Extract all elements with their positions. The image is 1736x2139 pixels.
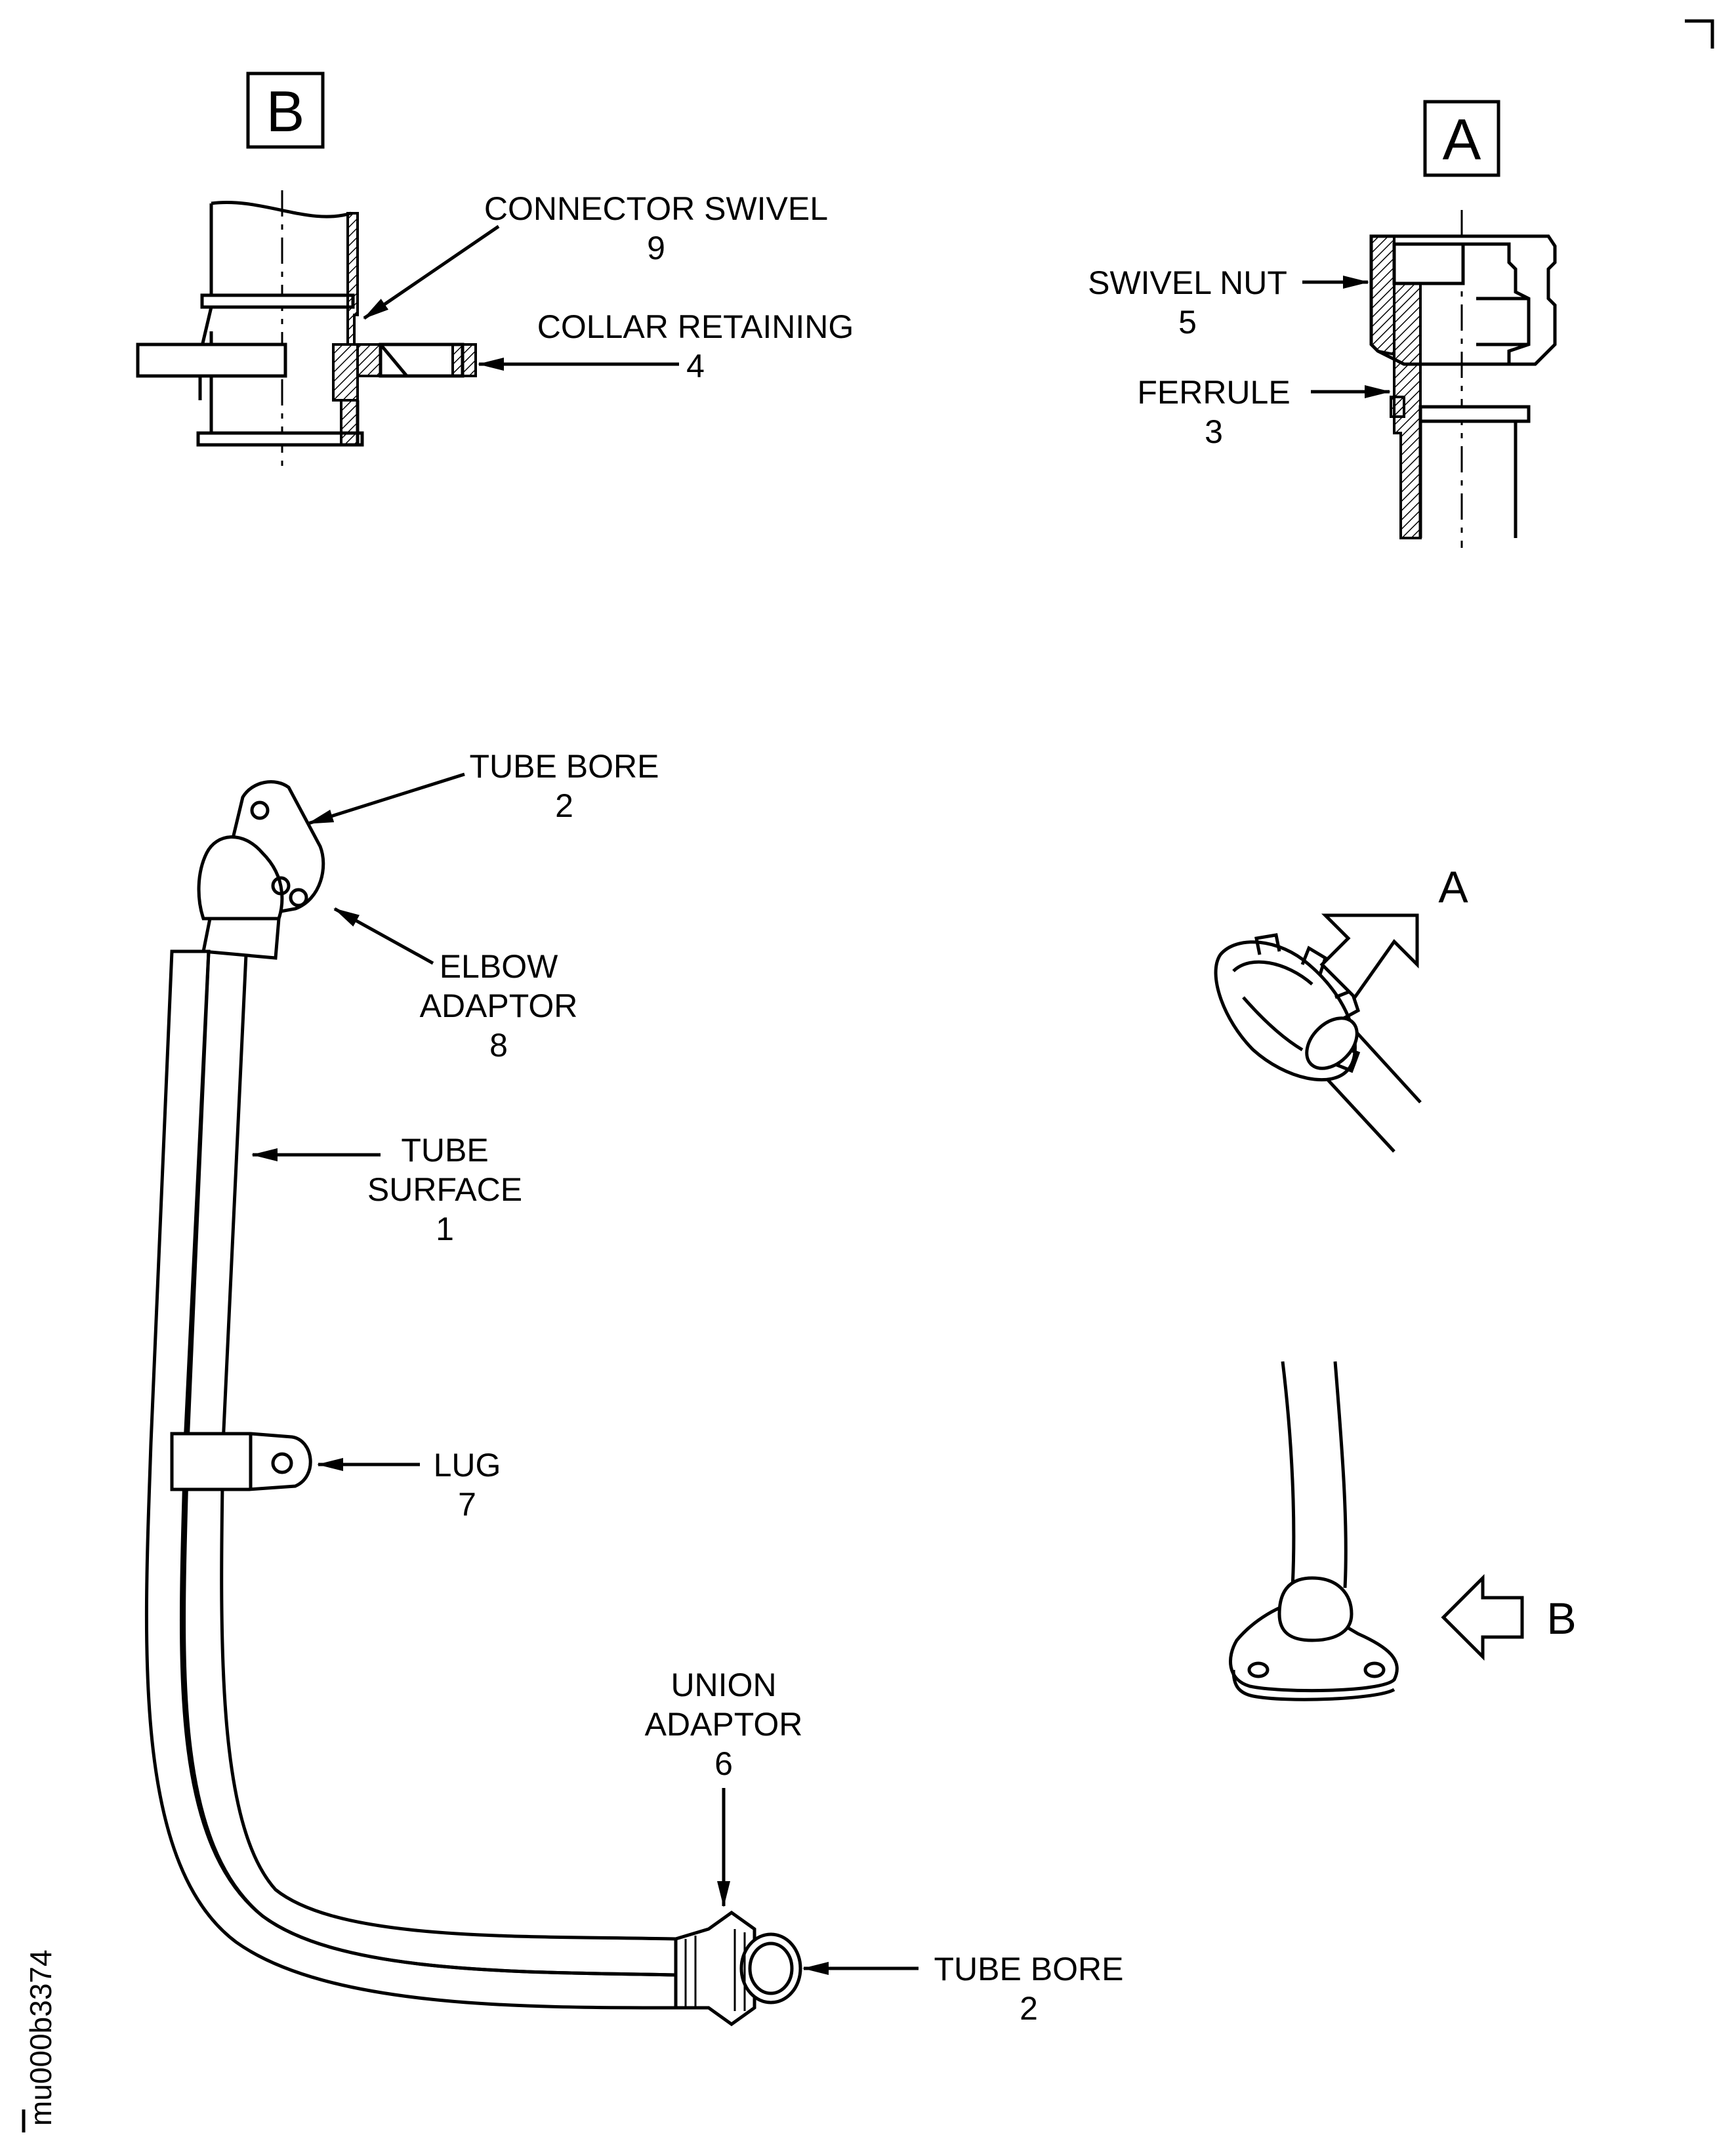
svg-text:UNION: UNION (671, 1667, 776, 1703)
svg-text:LUG: LUG (434, 1447, 501, 1484)
svg-text:9: 9 (647, 230, 665, 266)
svg-text:TUBE BORE: TUBE BORE (934, 1951, 1124, 1987)
view-b-detail: B (136, 72, 477, 472)
svg-text:TUBE: TUBE (401, 1132, 488, 1169)
svg-text:2: 2 (555, 787, 573, 824)
view-arrow-b: B (1441, 1573, 1577, 1661)
svg-text:5: 5 (1178, 304, 1197, 341)
svg-text:COLLAR RETAINING: COLLAR RETAINING (537, 308, 854, 345)
svg-text:2: 2 (1020, 1990, 1038, 2027)
svg-text:ELBOW: ELBOW (440, 948, 558, 985)
svg-text:ADAPTOR: ADAPTOR (420, 987, 578, 1024)
corner-mark-top-right (1685, 19, 1714, 49)
view-b-label: B (266, 79, 305, 144)
svg-text:FERRULE: FERRULE (1137, 374, 1290, 411)
svg-text:SWIVEL NUT: SWIVEL NUT (1088, 264, 1287, 301)
svg-text:1: 1 (436, 1211, 454, 1247)
nut-isometric-a (1214, 933, 1422, 1153)
svg-text:8: 8 (489, 1027, 508, 1064)
svg-text:6: 6 (714, 1745, 733, 1782)
svg-text:ADAPTOR: ADAPTOR (645, 1706, 803, 1743)
svg-text:CONNECTOR SWIVEL: CONNECTOR SWIVEL (484, 190, 828, 227)
svg-text:B: B (1546, 1594, 1576, 1644)
callout-collar-retaining: COLLAR RETAINING 4 (478, 308, 854, 384)
callout-tube-bore-bottom: TUBE BORE 2 (802, 1951, 1124, 2027)
flange-isometric-b (1229, 1361, 1399, 1701)
tube-assembly (144, 780, 802, 2027)
svg-text:4: 4 (686, 348, 705, 384)
svg-text:SURFACE: SURFACE (367, 1171, 522, 1208)
view-a-detail: A (1369, 100, 1557, 548)
callout-ferrule: FERRULE 3 (1137, 374, 1391, 450)
svg-text:3: 3 (1205, 413, 1223, 450)
callout-tube-surface: TUBE SURFACE 1 (251, 1132, 522, 1247)
view-a-label: A (1443, 107, 1481, 172)
callout-tube-bore-top: TUBE BORE 2 (307, 748, 659, 825)
callout-swivel-nut: SWIVEL NUT 5 (1088, 264, 1369, 341)
callout-elbow-adaptor: ELBOW ADAPTOR 8 (333, 907, 578, 1064)
svg-text:7: 7 (458, 1486, 476, 1523)
callout-connector-swivel: CONNECTOR SWIVEL 9 (363, 190, 828, 320)
figure-id: mu000b3374 (24, 1949, 58, 2126)
callout-lug: LUG 7 (317, 1447, 501, 1523)
svg-text:TUBE BORE: TUBE BORE (470, 748, 659, 785)
svg-text:A: A (1438, 862, 1468, 912)
view-arrow-a: A (1319, 862, 1468, 1000)
callout-union-adaptor: UNION ADAPTOR 6 (645, 1667, 803, 1907)
